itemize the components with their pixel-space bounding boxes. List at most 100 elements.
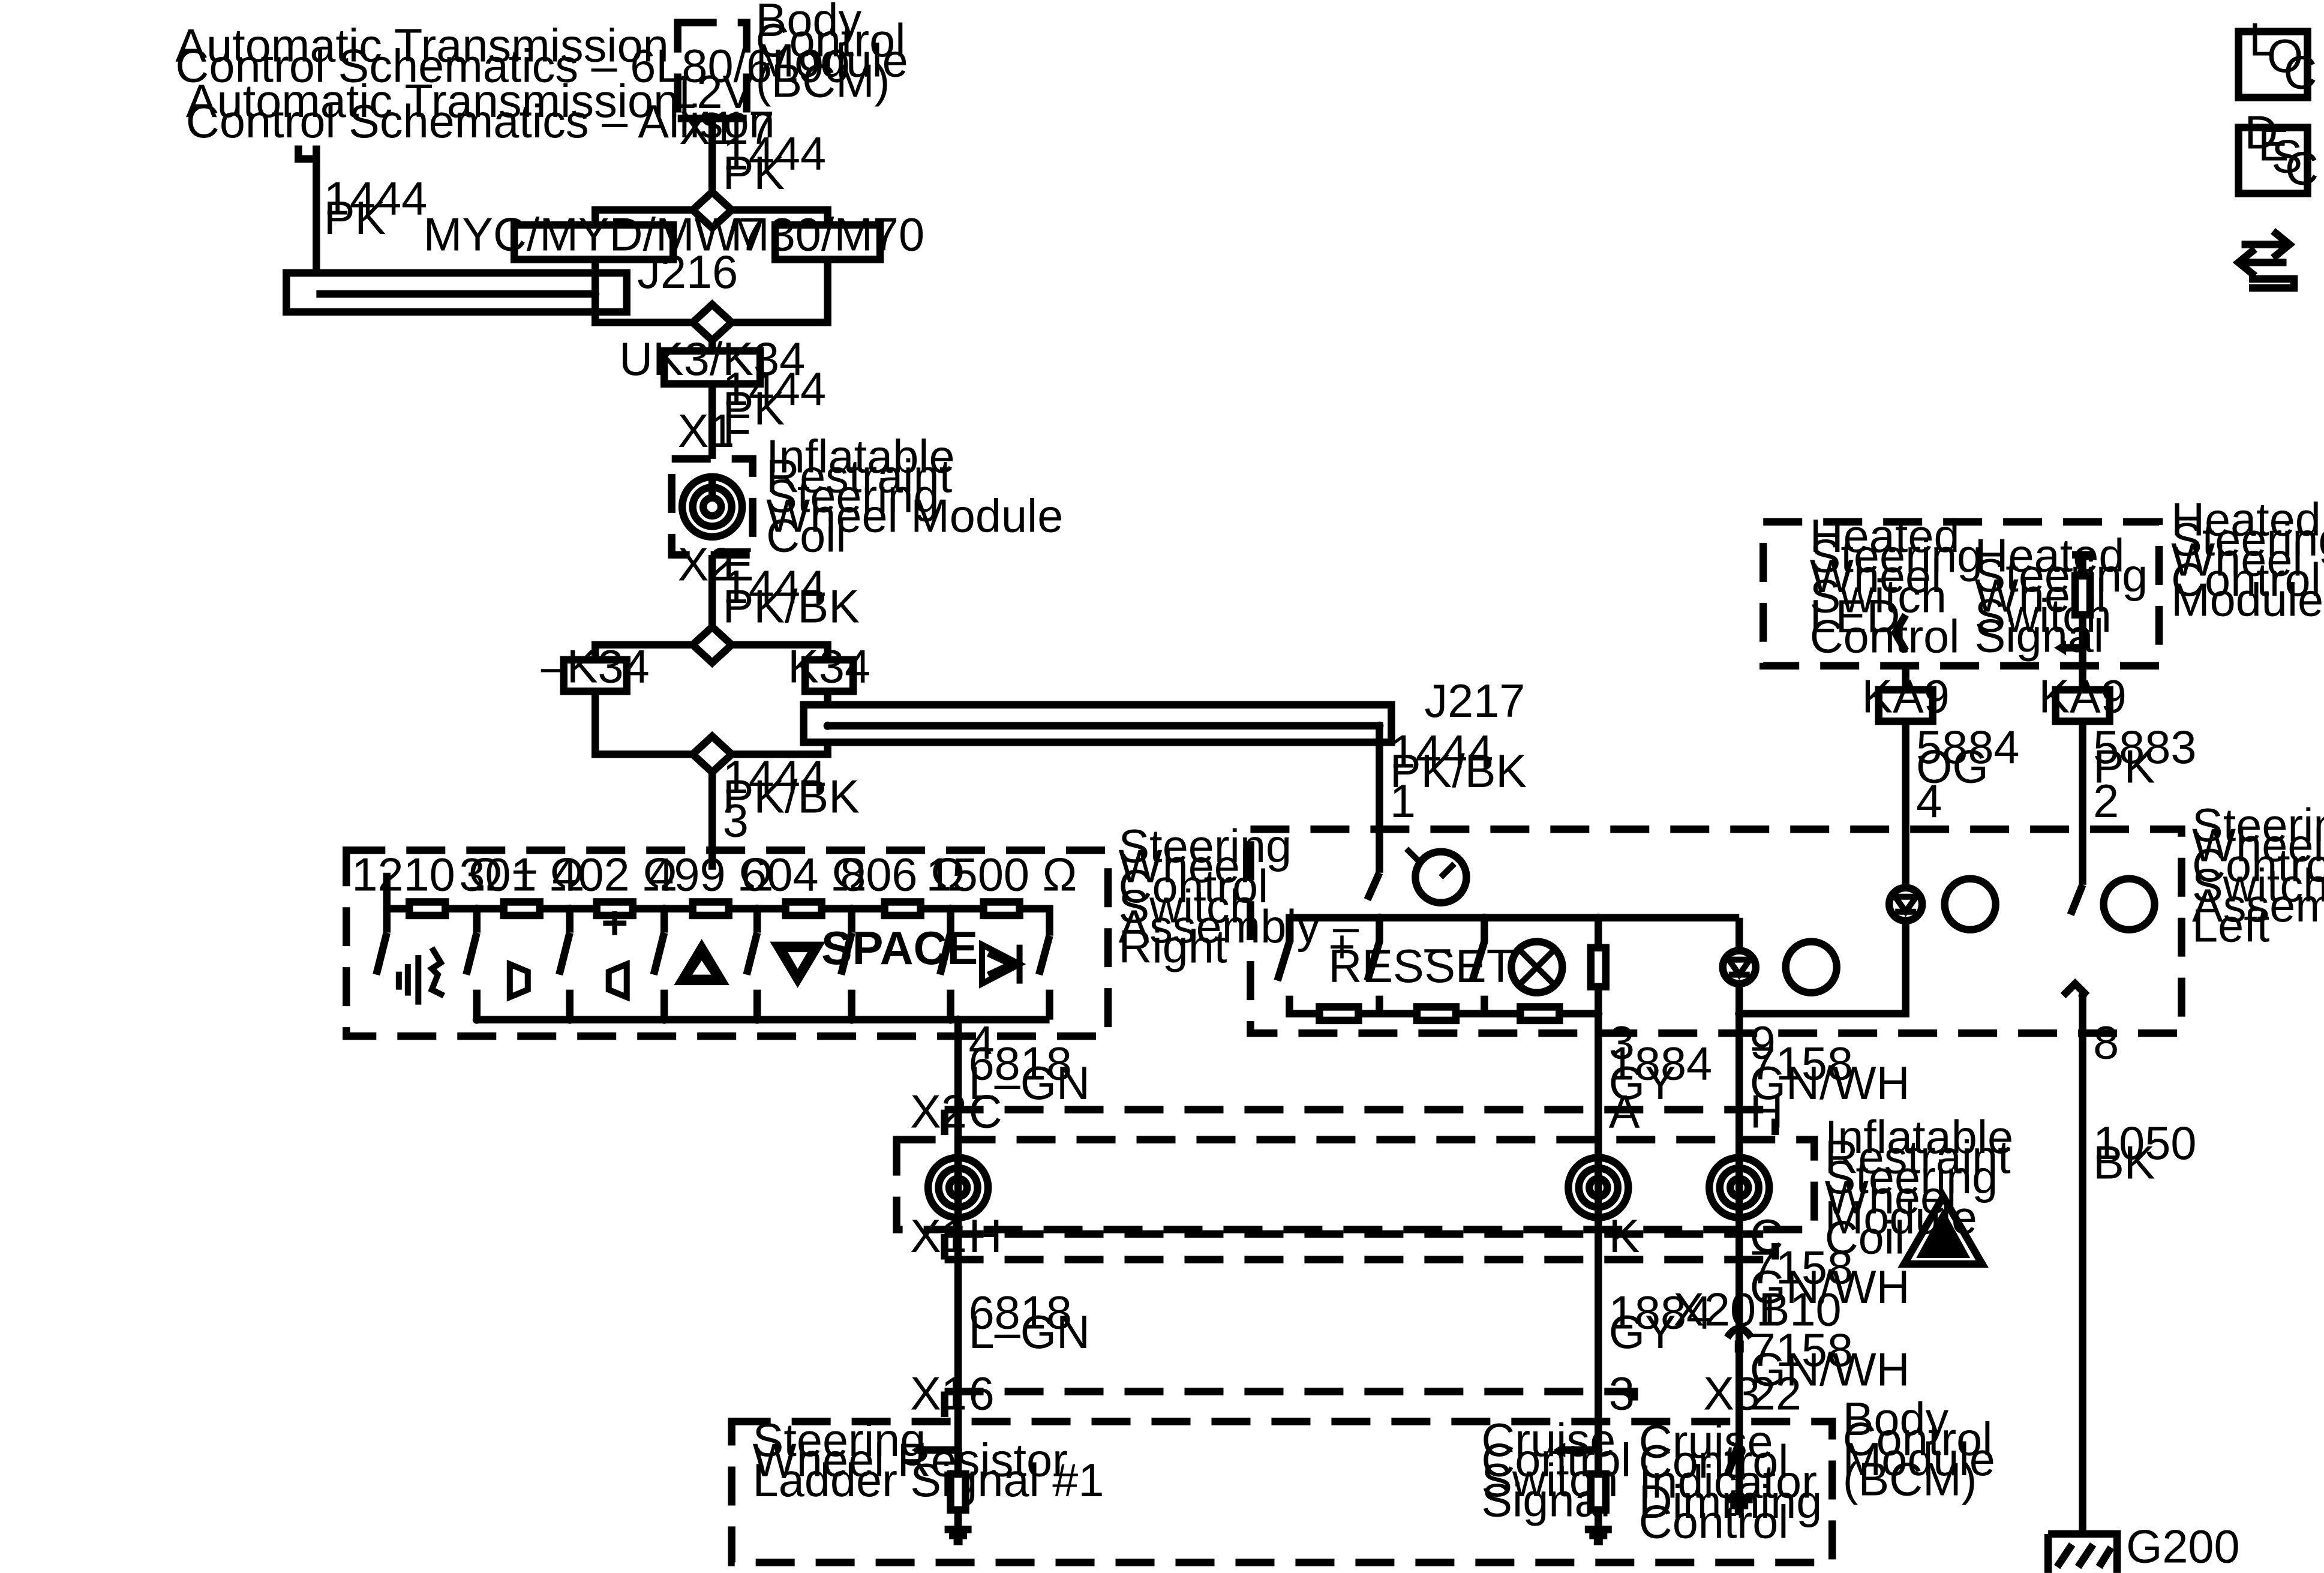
option-nk34-wire (591, 691, 693, 758)
next-track-icon (979, 939, 1026, 989)
cruise-signal-arrow (1553, 1442, 1566, 1458)
dimming-ground (1725, 1484, 1753, 1515)
option-myc (511, 221, 677, 263)
bottom-wire-7158-b: 7158 (1750, 1325, 1853, 1376)
bottom-color-gnwh-b: GN/WH (1750, 1344, 1910, 1395)
right-out-num: 6818 (969, 1038, 1072, 1090)
bcm-pin-22: 22 (1750, 1368, 1801, 1419)
ladder-ground (944, 1514, 972, 1545)
loc-letter-l: L (2249, 14, 2275, 66)
up-arrow-icon (674, 938, 730, 986)
cruise-series-resistor (1587, 944, 1610, 990)
heated-switch-contact (2067, 721, 2086, 917)
dimming-signal-label-line-2: Control (1639, 1436, 1789, 1488)
coil-pin-e: E (723, 539, 754, 590)
left-pin-4: 4 (1916, 776, 1942, 827)
cruise-gauge-needle (1404, 846, 1457, 879)
cruise-on-contact (1364, 871, 1383, 902)
heated-module-label-line-5: Module (2171, 574, 2323, 626)
right-feed-num: 1444 (723, 752, 826, 803)
coil2-label-line-2: Restraint (1825, 1132, 2011, 1184)
inline-connector-pin (1734, 1340, 1744, 1353)
volume-down-icon (506, 959, 531, 1002)
ladder-signal-label-line-2: Wheel Resistor (753, 1434, 1068, 1486)
left-feed-pin: 1 (1390, 776, 1416, 827)
desc-letter-d: D (2245, 107, 2278, 159)
right-switch-contact-7 (1035, 935, 1053, 1020)
coil-feed-color: PK (723, 383, 785, 434)
bcm-top-label-line-1: Body (756, 0, 862, 46)
left-wire-7158: 7158 (1750, 1038, 1853, 1090)
option-nk34 (560, 656, 630, 695)
res-label-line-2: RES (1328, 941, 1424, 992)
right-feed-pin: 3 (723, 795, 749, 847)
resistor-value-3: 402 Ω (552, 849, 677, 901)
ladder-signal-dot (954, 1445, 963, 1454)
desc-letter-s: S (2272, 131, 2303, 183)
left-switch-contacts (1274, 917, 1488, 982)
left-wire-1884: 1884 (1609, 1038, 1712, 1090)
option-nk34-label: –K34 (541, 641, 650, 692)
bcm-bottom-label-line-1: Body (1843, 1394, 1949, 1445)
right-return-dot-3 (660, 1015, 669, 1024)
feed-wire-color: PK (723, 148, 785, 199)
heated-pullup-resistor (2071, 572, 2094, 619)
resistor-5 (782, 898, 825, 920)
voice-icon (395, 946, 446, 1005)
heated-signal-label-line-2: Steering (1975, 550, 2148, 602)
left-switch-label-line-1: Steering (2192, 800, 2324, 851)
plus-sign: + (601, 897, 628, 949)
heated-module-label-line-1: Heated (2171, 494, 2321, 545)
b10-label: B10 (1759, 1284, 1842, 1336)
right-out-color: L–GN (969, 1058, 1090, 1109)
resistor-1 (406, 898, 449, 920)
left-switch-return (1286, 995, 1599, 1017)
coil2-label-line-1: Inflatable (1825, 1112, 2013, 1163)
bcm-x3-label: X3 (1703, 1368, 1760, 1419)
right-switch-contact-6 (936, 908, 954, 976)
coil2-pin-h-bot: H (969, 1211, 1002, 1262)
left-pin-9: 9 (1750, 1017, 1776, 1069)
resistor-value-2: 301 Ω (459, 849, 584, 901)
ladder-wire-dot (954, 1015, 963, 1024)
right-switch-contact-3 (650, 908, 668, 976)
coil2-pin-a: A (1609, 1086, 1640, 1138)
cruise-led-symbol (1723, 956, 1756, 980)
option-branch-1 (591, 206, 831, 225)
heated-module-label-line-3: Wheel (2171, 534, 2303, 586)
res-label-line-1: + (1328, 921, 1355, 973)
dimming-junction-dot (1735, 1009, 1744, 1018)
coil1-label-line-5: Coil (766, 510, 846, 562)
bottom-color-lgn: L–GN (969, 1307, 1090, 1358)
loc-letter-c: C (2284, 47, 2317, 99)
cruise-ground (1584, 1514, 1612, 1545)
coil1-label-line-4: Wheel Module (766, 490, 1063, 542)
bcm-bottom-outline (728, 1418, 1836, 1566)
option-ka9-signal (2052, 686, 2113, 725)
resistor-value-6: 806 Ω (840, 849, 965, 901)
bcm-bottom-label-line-4: (BCM) (1843, 1454, 1977, 1505)
coil2-x1-label: X1 (910, 1211, 967, 1262)
coil-x1-label: X1 (678, 406, 735, 457)
coil-out-color: PK/BK (723, 581, 860, 632)
down-arrow-icon (770, 941, 825, 988)
trans-wire-color: PK (324, 193, 386, 244)
set-label-line-2: SET (1424, 941, 1515, 992)
right-switch-label-line-5: Assembly – (1119, 901, 1359, 953)
option-k34 (801, 656, 857, 695)
coil1-label-line-3: Steering (766, 470, 939, 522)
right-switch-label-line-6: Right (1119, 921, 1227, 973)
right-switch-contact-5 (837, 908, 855, 976)
heated-module-label-line-2: Steering (2171, 514, 2324, 566)
chassis-ground-g200 (2044, 1530, 2121, 1573)
coil2-x2-label: X2 (910, 1086, 967, 1138)
left-color-og: OG (1916, 742, 1989, 793)
heated-led-output (1890, 613, 1909, 690)
coil2-label-line-3: Steering (1825, 1152, 1998, 1203)
dimming-switch-contact (1724, 1441, 1743, 1477)
set-resistor (1413, 1003, 1460, 1025)
cancel-x-cross (1517, 947, 1557, 987)
heated-switch-icon (2100, 875, 2158, 933)
heated-led-wire (1739, 721, 1909, 1017)
trans-ref-allison-line-1: Automatic Transmission (186, 76, 679, 127)
